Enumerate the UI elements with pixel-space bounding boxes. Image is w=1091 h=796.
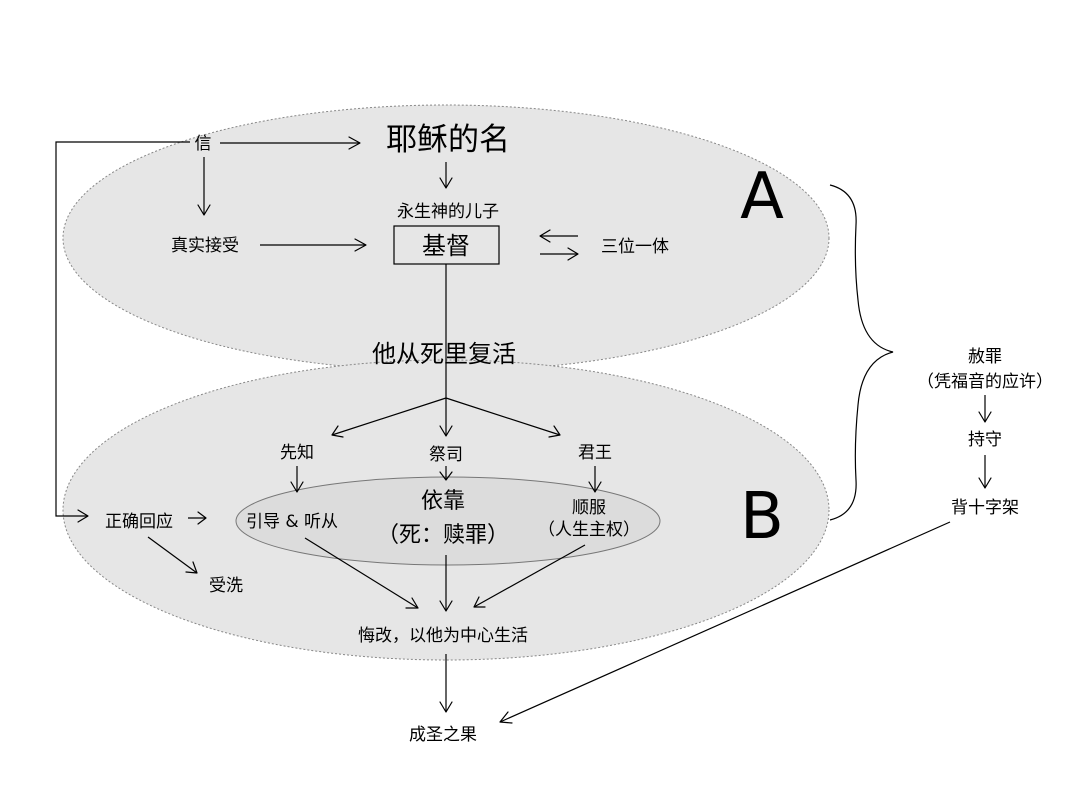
priest-label: 祭司 [429,445,463,465]
arrowhead [185,561,198,574]
submit-label: 顺服 [572,498,606,518]
trinity-label: 三位一体 [601,237,669,257]
branch-to-prophet [331,397,447,436]
guidance-obey-label: 引导 & 听从 [246,512,338,532]
region-a-letter: A [740,160,784,234]
pardon-label: 赦罪 [968,347,1002,367]
region-b-letter: B [740,480,784,554]
arrowhead [439,600,453,612]
arrowhead [978,411,992,423]
baptism-label: 受洗 [209,576,243,596]
arrowhead [567,247,579,261]
repentance-label: 悔改，以他为中心生活 [358,626,528,646]
arrowhead [348,136,361,150]
arrowhead [354,238,367,252]
arrowhead [439,425,453,437]
arrowhead [978,477,992,489]
arrowhead [77,509,89,523]
arrowhead [197,204,211,216]
true-acceptance-label: 真实接受 [171,236,239,256]
carry-cross-label: 背十字架 [951,498,1019,518]
son-of-god-label: 永生神的儿子 [397,202,499,222]
arrowhead [539,229,551,243]
correct-response-to-baptism [147,536,198,574]
lordship-label: （人生主权） [538,520,640,540]
arrowhead [499,711,513,724]
faith-loop-line [55,141,190,517]
arrowhead [331,425,344,438]
name-of-jesus-label: 耶稣的名 [386,122,510,158]
arrowhead [439,701,453,713]
fruit-label: 成圣之果 [409,725,477,745]
arrowhead [197,511,207,525]
guidance-to-repentance [304,537,419,609]
gospel-promise-label: （凭福音的应许） [917,372,1053,392]
correct-response-label: 正确回应 [105,512,173,532]
arrowhead [473,596,486,608]
christ-label: 基督 [422,232,470,260]
cross-to-fruit [499,521,951,723]
arrowhead [548,425,561,438]
arrowhead [405,597,419,609]
arrowhead [439,177,453,189]
prophet-label: 先知 [280,443,314,463]
submit-to-repentance [473,544,586,608]
king-label: 君王 [578,443,612,463]
arrowhead [290,481,304,493]
curly-brace [829,184,894,521]
resurrection-label: 他从死里复活 [372,340,516,368]
faith-label: 信 [195,134,212,154]
rely-label: 依靠 [421,489,465,514]
arrowhead [439,471,453,481]
death-atonement-label: （死：赎罪） [377,523,509,548]
branch-to-king [445,397,561,436]
arrowhead [588,481,602,493]
keep-label: 持守 [968,430,1002,450]
